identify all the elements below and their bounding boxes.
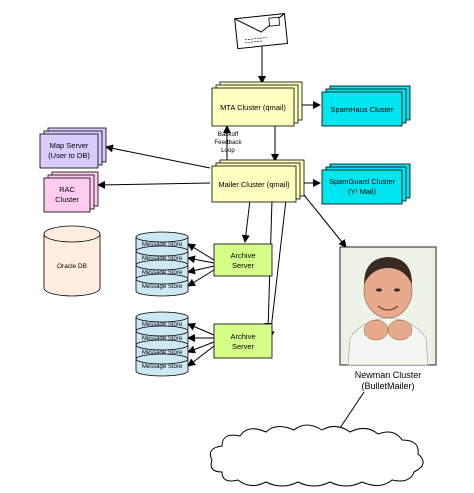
cloud-shape xyxy=(209,424,424,487)
spamguard-cluster: SpamGuard Cluster (Y! Mail) xyxy=(321,163,411,205)
svg-text:Message Store: Message Store xyxy=(142,242,183,248)
svg-text:Message Store: Message Store xyxy=(142,270,183,276)
svg-text:Message Store: Message Store xyxy=(142,350,183,356)
map-server-label-1: Map Server xyxy=(50,141,89,150)
edge-archive1-to-store-d xyxy=(187,269,215,287)
edge-mailer-to-rac xyxy=(97,180,211,189)
svg-text:Feedback: Feedback xyxy=(214,139,242,146)
edge-mailer-to-archive2b xyxy=(266,199,287,339)
edge-archive1-to-store-b xyxy=(187,255,215,264)
message-store-group-1: Message Store Message Store Message Stor… xyxy=(135,231,189,297)
edge-archive2-to-store-c xyxy=(187,341,215,354)
svg-text:Message Store: Message Store xyxy=(142,284,183,290)
edge-archive2-to-store-d xyxy=(187,345,215,367)
archive-server-2-label-1: Archive xyxy=(230,332,255,341)
message-store: Message Store xyxy=(135,273,189,297)
edge-archive1-to-store-a xyxy=(187,243,215,261)
edge-mailer-to-mapserver xyxy=(105,144,211,169)
svg-text:Message Store: Message Store xyxy=(142,336,183,342)
message-store-group-2: Message Store Message Store Message Stor… xyxy=(135,311,189,377)
envelope-icon xyxy=(234,13,289,50)
map-server: Map Server (User to DB) xyxy=(39,127,107,169)
edge-archive1-to-store-c xyxy=(187,265,215,275)
svg-text:(BulletMailer): (BulletMailer) xyxy=(361,381,414,391)
mailer-cluster: Mailer Cluster (qmail) xyxy=(211,159,305,203)
svg-text:Message Store: Message Store xyxy=(142,364,183,370)
oracle-db: Oracle DB xyxy=(43,225,101,297)
edges xyxy=(97,44,365,441)
rac-cluster-label-1: RAC xyxy=(59,185,75,194)
archive-server-1: Archive Server xyxy=(213,243,273,277)
svg-text:Backoff: Backoff xyxy=(218,131,239,138)
newman-cluster-label: Newman Cluster (BulletMailer) xyxy=(355,370,422,391)
edge-mailer-to-archive1 xyxy=(241,199,251,243)
rac-cluster: RAC Cluster xyxy=(43,171,99,213)
oracle-db-label: Oracle DB xyxy=(57,263,87,270)
spamguard-cluster-label-1: SpamGuard Cluster xyxy=(329,177,396,186)
spamguard-cluster-label-2: (Y! Mail) xyxy=(348,187,376,196)
archive-server-1-label-2: Server xyxy=(232,261,255,270)
rac-cluster-label-2: Cluster xyxy=(55,195,79,204)
person-photo xyxy=(339,246,437,366)
edge-mailer-to-newman xyxy=(299,189,347,248)
svg-text:Message Store: Message Store xyxy=(142,256,183,262)
mailer-cluster-label: Mailer Cluster (qmail) xyxy=(218,180,290,189)
spamhaus-cluster: SpamHaus Cluster xyxy=(321,85,411,127)
map-server-label-2: (User to DB) xyxy=(48,151,90,160)
backoff-feedback-label: Backoff Feedback Loop xyxy=(214,131,242,154)
mta-cluster: MTA Cluster (qmail) xyxy=(211,81,303,127)
spamhaus-cluster-label: SpamHaus Cluster xyxy=(331,105,394,114)
svg-text:Message Store: Message Store xyxy=(142,322,183,328)
svg-text:Loop: Loop xyxy=(221,147,235,154)
edge-archive2-to-store-a xyxy=(187,323,215,336)
archive-server-2-label-2: Server xyxy=(232,342,255,351)
message-store: Message Store xyxy=(135,353,189,377)
archive-server-1-label-1: Archive xyxy=(230,251,255,260)
archive-server-2: Archive Server xyxy=(213,323,273,359)
svg-text:Newman Cluster: Newman Cluster xyxy=(355,370,422,380)
mta-cluster-label: MTA Cluster (qmail) xyxy=(220,103,286,112)
